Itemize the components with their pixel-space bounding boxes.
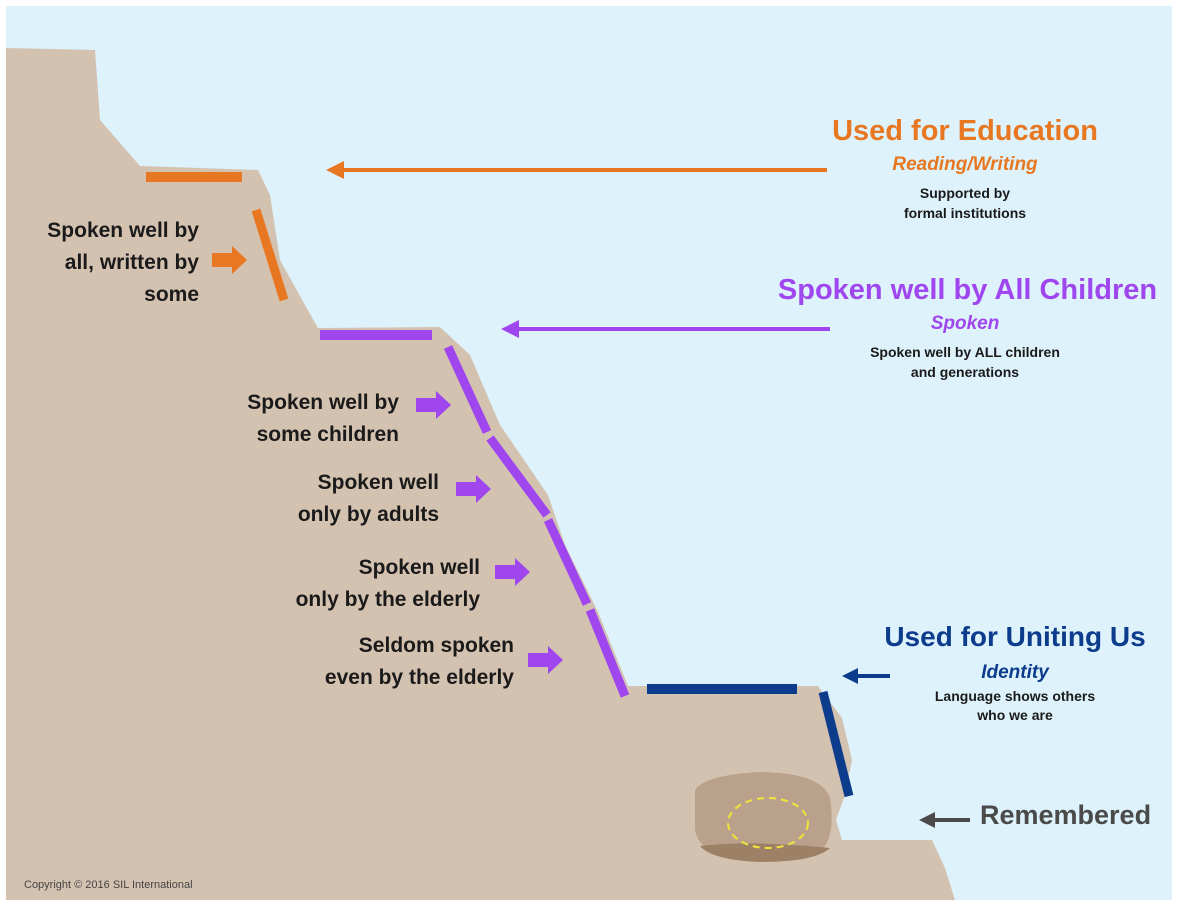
cave [695,772,832,861]
elderly-label-line2: only by the elderly [295,588,480,611]
adults-slope-bar [486,435,551,518]
elderly-slope-bar [543,518,592,606]
written-label-line3: some [144,283,199,306]
education-arrow [326,161,827,179]
some-children-slope-bar [443,345,492,434]
remembered-title: Remembered [980,800,1152,830]
education-subtitle: Reading/Writing [892,154,1038,175]
education-title: Used for Education [832,115,1098,147]
identity-arrow [842,668,890,684]
adults-block-arrow-icon [456,475,491,503]
some-children-label-line1: Spoken well by [247,391,399,414]
elderly-block-arrow-icon [495,558,530,586]
education-desc-line1: Supported by [919,185,1011,201]
children-desc-line1: Spoken well by ALL children [870,344,1060,360]
remembered-arrow [919,812,970,828]
elderly-label-line1: Spoken well [358,556,480,579]
remembered-outline [727,797,809,849]
seldom-label-line2: even by the elderly [324,666,514,689]
identity-desc-line1: Language shows others [934,688,1096,704]
education-desc-line2: formal institutions [903,205,1027,221]
children-title: Spoken well by All Children [777,274,1158,306]
written-label-line2: all, written by [64,251,199,274]
written-label-line1: Spoken well by [47,219,199,242]
identity-subtitle: Identity [981,662,1049,683]
adults-label-line2: only by adults [297,503,439,526]
adults-label-line1: Spoken well [317,471,439,494]
copyright-notice: Copyright © 2016 SIL International [24,879,193,891]
written-block-arrow-icon [212,246,247,274]
cave-shadow [700,843,830,862]
some-children-block-arrow-icon [416,391,451,419]
seldom-block-arrow-icon [528,646,563,674]
written-slope-bar [251,208,289,302]
some-children-label-line2: some children [256,423,399,446]
identity-title: Used for Uniting Us [884,621,1146,652]
children-subtitle: Spoken [930,313,1000,334]
seldom-slope-bar [585,608,630,698]
children-desc-line2: and generations [910,364,1020,380]
children-arrow [501,320,830,338]
identity-slope-bar [818,690,854,798]
seldom-label-line1: Seldom spoken [358,634,514,657]
identity-desc-line2: who we are [977,707,1053,723]
